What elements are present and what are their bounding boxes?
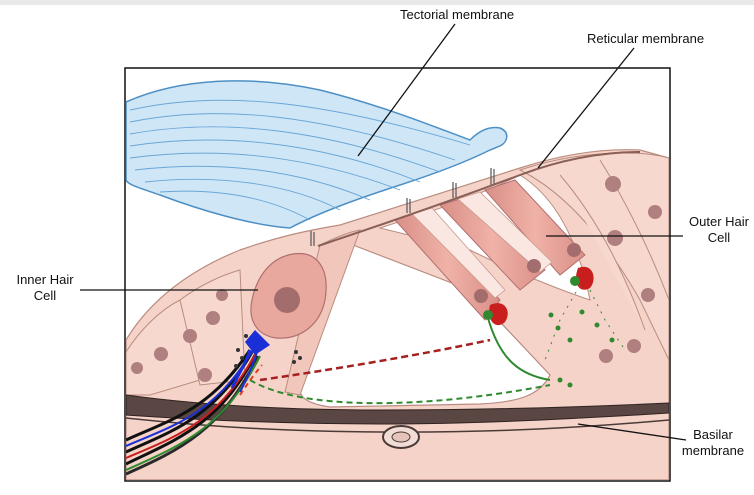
reticular-lamina	[317, 151, 641, 247]
tectorial-membrane-label: Tectorial membrane	[400, 7, 515, 22]
inner-pillar	[284, 229, 361, 396]
inner-supporting-cells	[126, 269, 246, 396]
outer-cell-nuclei	[599, 176, 662, 363]
efferent-fibers	[249, 284, 626, 405]
outer-stereocilia	[406, 168, 495, 213]
basilar-membrane-label: Basilar membrane	[681, 427, 745, 458]
leader-lines	[80, 23, 687, 441]
reticular-membrane-label: Reticular membrane	[587, 31, 705, 46]
fiber-dots	[548, 309, 615, 388]
top-strip	[0, 0, 754, 5]
tectorial-membrane-shape	[126, 80, 508, 229]
inner-hair-cell-label: Inner Hair Cell	[16, 272, 74, 303]
inner-supporting-nuclei	[131, 289, 228, 382]
inner-stereocilia	[310, 231, 315, 246]
synaptic-vesicles	[234, 334, 302, 368]
basilar-membrane-band	[126, 394, 669, 425]
inner-hair-cell	[230, 252, 327, 393]
outer-hair-cells	[394, 179, 594, 326]
outer-supporting-cells	[518, 152, 669, 361]
tectorial-striations	[129, 99, 471, 221]
red-fiber	[259, 338, 491, 382]
outer-hair-cell-label: Outer Hair Cell	[689, 214, 749, 245]
